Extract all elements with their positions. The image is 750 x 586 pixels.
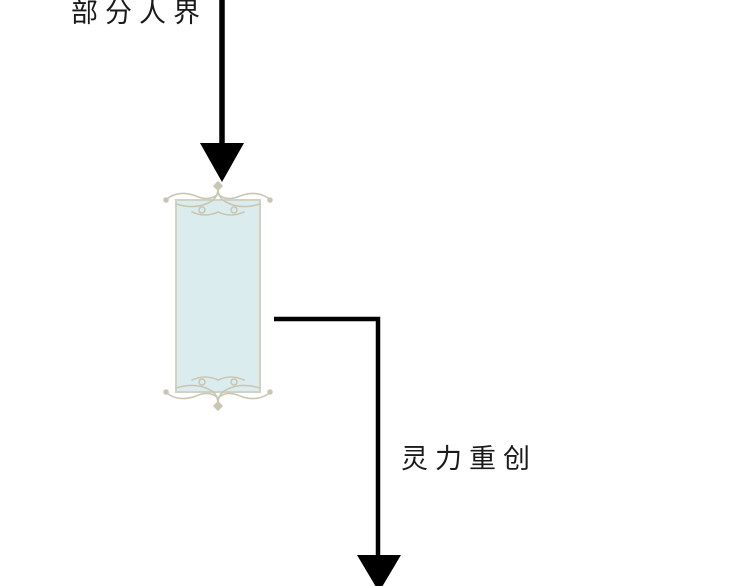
- ornate-panel: [163, 180, 273, 412]
- label-middle: 灵力重创: [401, 444, 537, 475]
- bottom-arrow-head: [357, 555, 401, 586]
- connector-line: [274, 316, 381, 562]
- label-top: 部分人界: [71, 0, 207, 29]
- ornate-scroll-icon: [163, 180, 273, 216]
- top-arrow-head: [200, 143, 244, 182]
- ornate-scroll-icon: [163, 376, 273, 412]
